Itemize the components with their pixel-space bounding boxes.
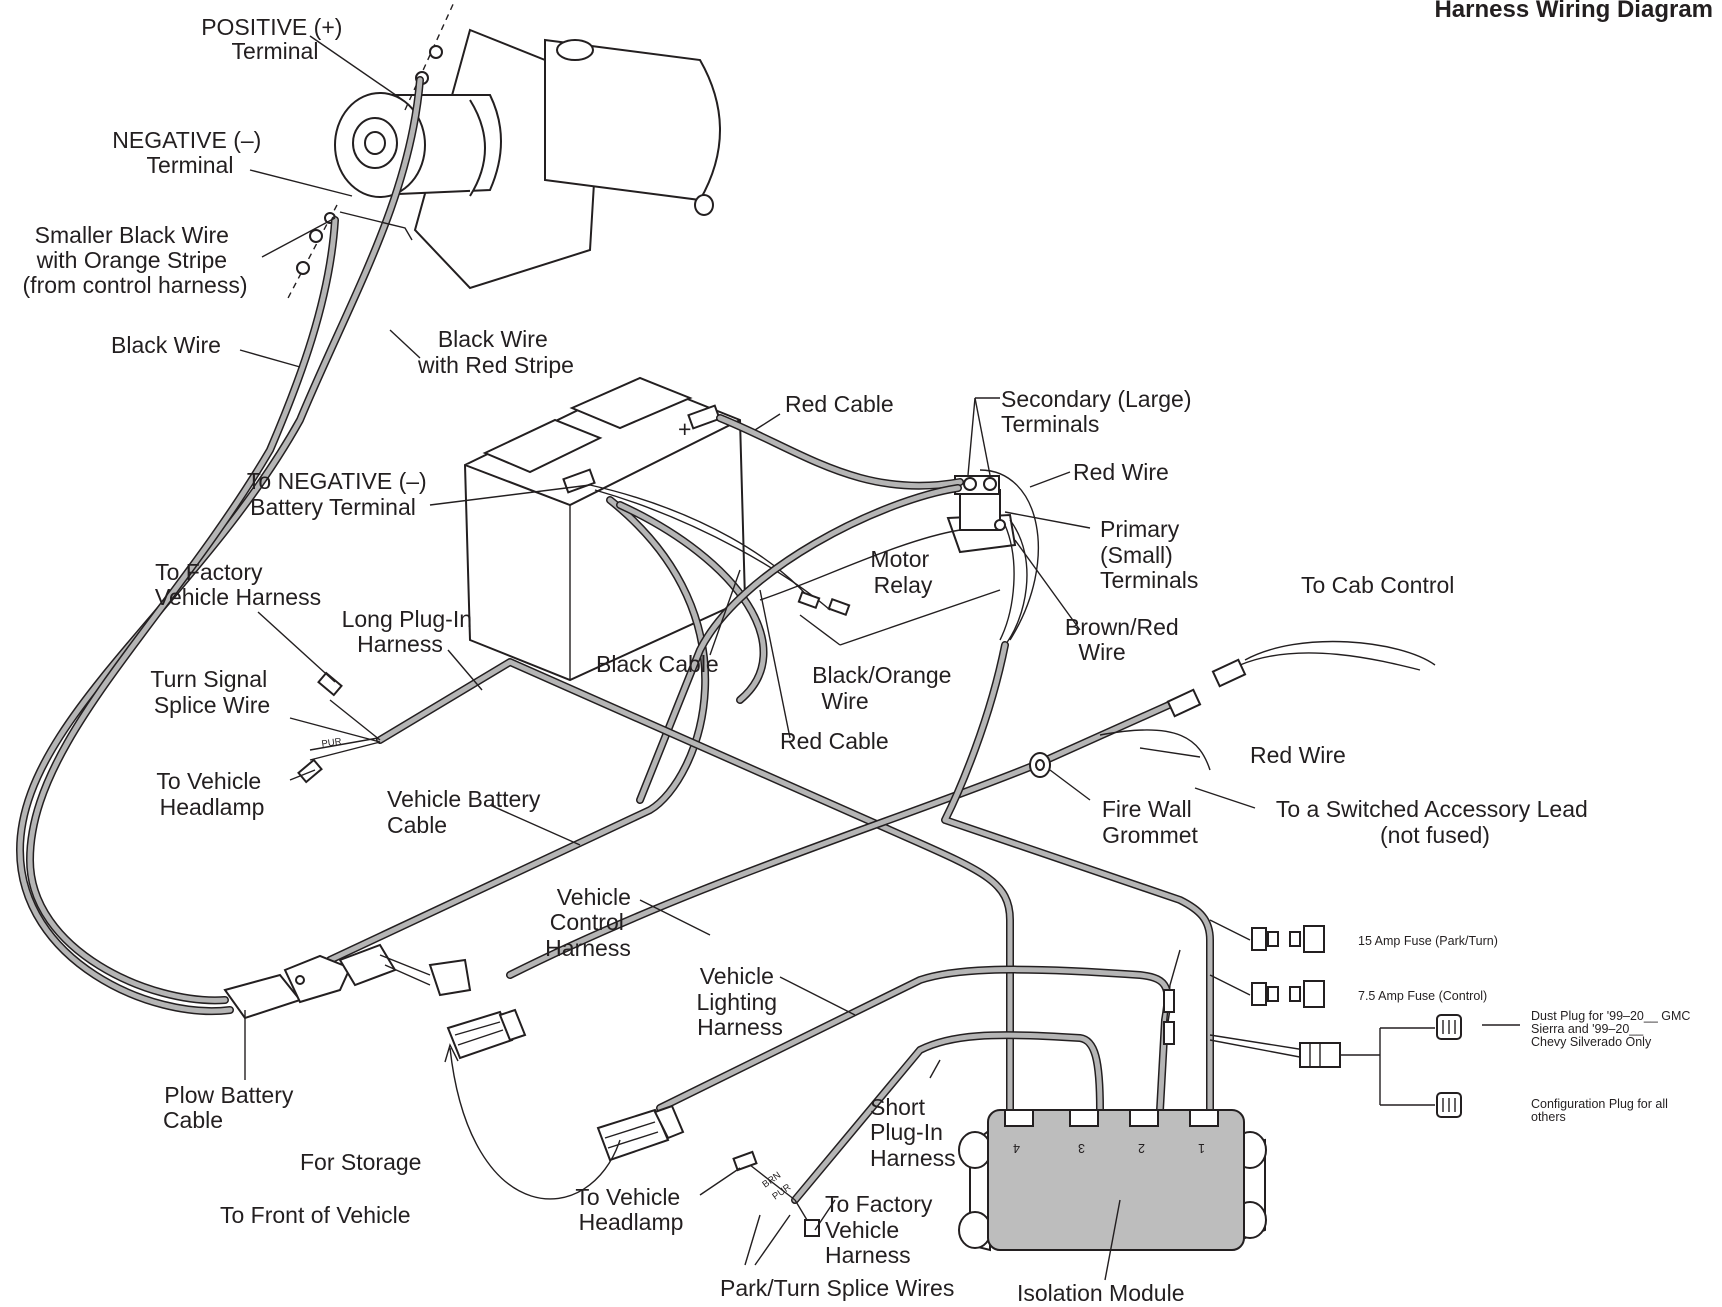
axis-line-bottom (286, 204, 338, 301)
label-to-front-of-vehicle: To Front of Vehicle (220, 1202, 411, 1228)
control-harness-jumper (1163, 989, 1175, 1045)
label-brown-red-wire: Brown/Red Wire (1065, 614, 1185, 665)
label-to-factory-harness-left: To Factory Vehicle Harness (155, 559, 321, 610)
label-dust-plug: Dust Plug for '99–20__ GMC Sierra and '9… (1531, 1009, 1694, 1049)
label-black-orange-wire: Black/Orange Wire (812, 662, 958, 714)
label-red-cable-top: Red Cable (785, 391, 894, 417)
label-for-storage: For Storage (300, 1149, 421, 1175)
label-config-plug: Configuration Plug for all others (1531, 1097, 1671, 1124)
label-long-plugin-harness: Long Plug-In Harness (342, 606, 479, 657)
label-to-vehicle-headlamp-left: To Vehicle Headlamp (156, 768, 267, 820)
label-black-cable: Black Cable (596, 651, 719, 677)
vehicle-battery-cable (326, 484, 962, 964)
label-red-cable-bottom: Red Cable (780, 728, 889, 754)
battery-negative-wires (589, 469, 1040, 646)
label-fuse-7-5: 7.5 Amp Fuse (Control) (1358, 989, 1487, 1003)
label-turn-signal-splice: Turn Signal Splice Wire (150, 666, 273, 718)
for-storage-arrowhead (444, 1043, 459, 1063)
wire-code-pur-left: PUR (321, 736, 343, 750)
label-red-wire-relay: Red Wire (1073, 459, 1169, 485)
label-smaller-black-wire: Smaller Black Wire with Orange Stripe (f… (23, 222, 248, 298)
red-cable-top-run (716, 414, 964, 490)
pump-motor (334, 28, 721, 290)
module-port-2: 2 (1138, 1141, 1145, 1155)
label-negative-terminal: NEGATIVE (–) Terminal (112, 127, 268, 178)
leader-lines (239, 35, 1520, 1281)
label-park-turn-splice: Park/Turn Splice Wires (720, 1275, 954, 1301)
label-short-plugin-harness: Short Plug-In Harness (870, 1094, 956, 1171)
label-to-negative-battery: To NEGATIVE (–) Battery Terminal (247, 468, 433, 520)
label-vehicle-battery-cable: Vehicle Battery Cable (387, 786, 547, 838)
smaller-black-wire (339, 211, 413, 241)
vehicle-control-harness (506, 652, 1421, 979)
isolation-module (958, 1109, 1267, 1252)
label-to-vehicle-headlamp-bottom: To Vehicle Headlamp (575, 1184, 686, 1235)
label-fire-wall-grommet: Fire Wall Grommet (1102, 796, 1199, 848)
long-harness-connectors (297, 671, 343, 784)
module-port-1: 1 (1198, 1141, 1205, 1155)
fuse-holder-7-5 (1251, 980, 1325, 1008)
battery (463, 376, 747, 682)
short-plugin-harness (749, 1031, 1104, 1226)
configuration-plug (1436, 1092, 1462, 1118)
short-harness-connectors (732, 1150, 820, 1237)
for-storage-arrow (449, 1047, 621, 1200)
battery-positive-mark: + (678, 416, 691, 442)
label-secondary-terminals: Secondary (Large) Terminals (1001, 386, 1198, 437)
label-isolation-module: Isolation Module (1017, 1280, 1185, 1306)
diagram-title: Harness Wiring Diagram (1434, 0, 1713, 23)
fuse-holder-15 (1251, 925, 1325, 953)
vehicle-control-connector (446, 1008, 527, 1060)
label-vehicle-control-harness: Vehicle Control Harness (545, 884, 637, 961)
vehicle-lighting-connector (596, 1104, 685, 1162)
cab-control-connectors (1166, 640, 1436, 718)
motor-relay (946, 475, 1017, 554)
label-to-factory-harness-bottom: To Factory Vehicle Harness (825, 1191, 939, 1268)
label-positive-terminal: POSITIVE (+) Terminal (201, 14, 349, 64)
label-red-wire-right: Red Wire (1250, 742, 1346, 768)
label-plow-battery-cable: Plow Battery Cable (163, 1082, 300, 1133)
label-fuse-15: 15 Amp Fuse (Park/Turn) (1358, 934, 1498, 948)
long-plugin-harness (309, 658, 1014, 1114)
label-switched-accessory: To a Switched Accessory Lead (not fused) (1276, 796, 1594, 848)
harness-plug (1299, 1042, 1341, 1068)
fire-wall-grommet (1029, 752, 1051, 778)
module-port-3: 3 (1078, 1141, 1085, 1155)
label-black-wire: Black Wire (111, 332, 221, 358)
label-motor-relay: Motor Relay (870, 546, 935, 598)
label-vehicle-lighting-harness: Vehicle Lighting Harness (697, 963, 784, 1040)
label-primary-terminals: Primary (Small) Terminals (1100, 516, 1198, 593)
label-to-cab-control: To Cab Control (1301, 572, 1454, 598)
module-port-4: 4 (1013, 1141, 1020, 1155)
dust-plug (1436, 1014, 1462, 1040)
relay-to-module-harness (941, 641, 1214, 1114)
plow-battery-connectors (223, 943, 472, 1020)
battery-relay-connector (797, 590, 851, 617)
black-wire-pair (16, 76, 424, 1015)
label-black-wire-red-stripe: Black Wire with Red Stripe (417, 326, 574, 378)
